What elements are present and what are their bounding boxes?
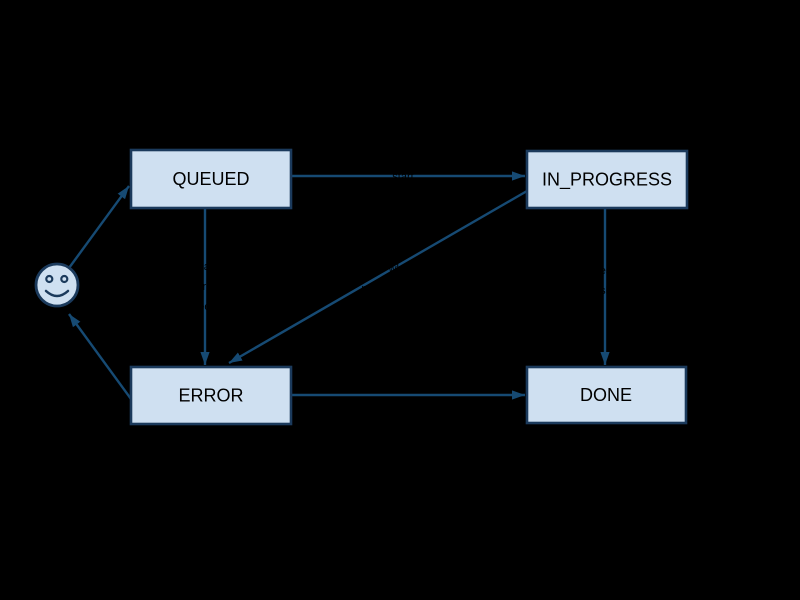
- actor-user: [34, 262, 80, 308]
- edge-label: processing: [361, 283, 414, 295]
- node-done-box: [525, 365, 688, 425]
- node-error-label: ERROR: [178, 386, 243, 406]
- node-done: DONE: [525, 365, 688, 425]
- edge-label: start: [392, 171, 413, 183]
- edge-line: [68, 185, 130, 269]
- node-error-box: [129, 365, 293, 426]
- node-in-progress-box: [525, 149, 689, 210]
- edge-queued-to-error: max retries exceeded: [181, 208, 229, 365]
- smiley-right-eye: [60, 274, 69, 284]
- node-in-progress: IN_PROGRESS: [525, 149, 689, 210]
- node-queued-box: [129, 148, 293, 210]
- edge-queued-to-in-progress: start: [291, 171, 525, 183]
- edge-label: max: [195, 261, 216, 273]
- edge-line: [68, 313, 132, 400]
- edge-label: exceeded: [181, 301, 229, 313]
- edge-in-progress-to-error: error while processing: [228, 189, 528, 365]
- node-error: ERROR: [129, 365, 293, 426]
- node-in-progress-label: IN_PROGRESS: [542, 170, 672, 191]
- edge-label: error while: [362, 263, 413, 275]
- smiley-left-eye: [45, 274, 54, 284]
- edge-label: finished: [586, 285, 624, 297]
- node-queued-label: QUEUED: [172, 169, 249, 189]
- node-queued: QUEUED: [129, 148, 293, 210]
- edge-line: [228, 189, 528, 365]
- node-done-label: DONE: [580, 385, 632, 405]
- smiley-face-icon: [34, 262, 80, 308]
- smiley-smile: [44, 289, 70, 298]
- edge-user-to-queued: [68, 185, 130, 269]
- edge-label: retries: [190, 281, 221, 293]
- edge-in-progress-to-done: processing finished: [578, 208, 632, 365]
- edge-error-to-user: [68, 313, 132, 400]
- edge-label: processing: [578, 265, 631, 277]
